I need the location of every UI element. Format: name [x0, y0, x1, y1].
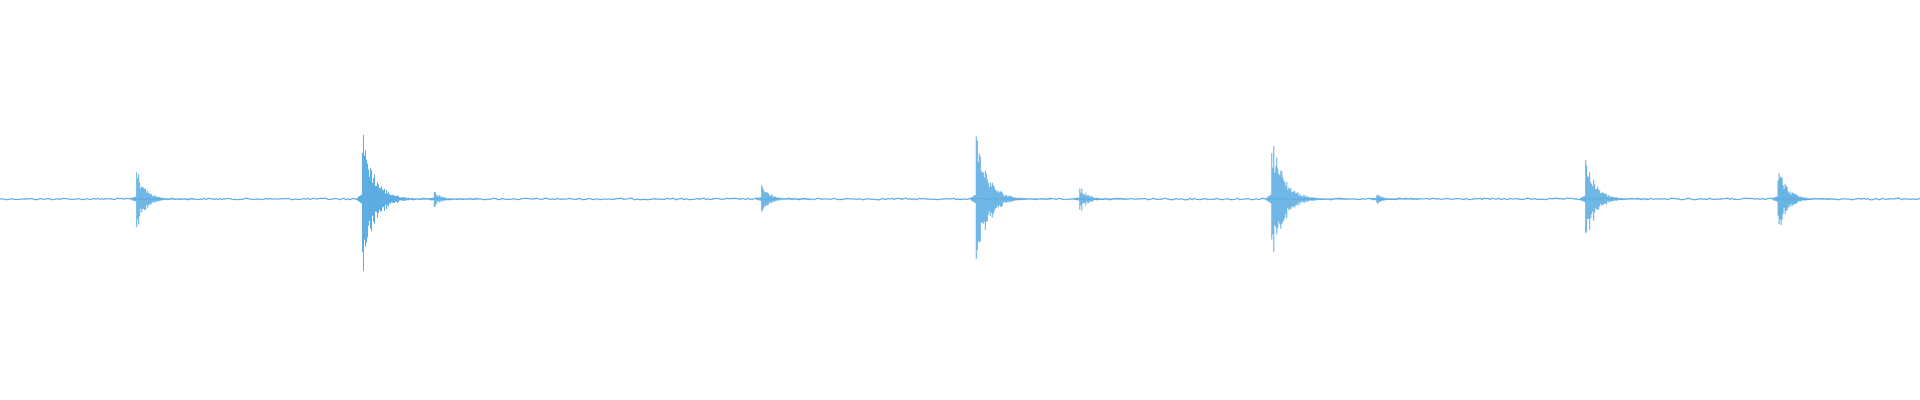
waveform-peaks: [131, 134, 1836, 271]
waveform-peak: [428, 192, 479, 207]
waveform-peak: [1371, 194, 1420, 204]
waveform-peak: [970, 136, 1051, 259]
waveform-peak: [357, 134, 438, 271]
waveform-peak: [131, 172, 194, 228]
waveform-peak: [1580, 160, 1649, 234]
waveform-peak: [1074, 188, 1128, 211]
waveform-peak: [756, 185, 811, 212]
waveform-peak: [1772, 173, 1836, 225]
waveform-peak: [1266, 146, 1347, 253]
